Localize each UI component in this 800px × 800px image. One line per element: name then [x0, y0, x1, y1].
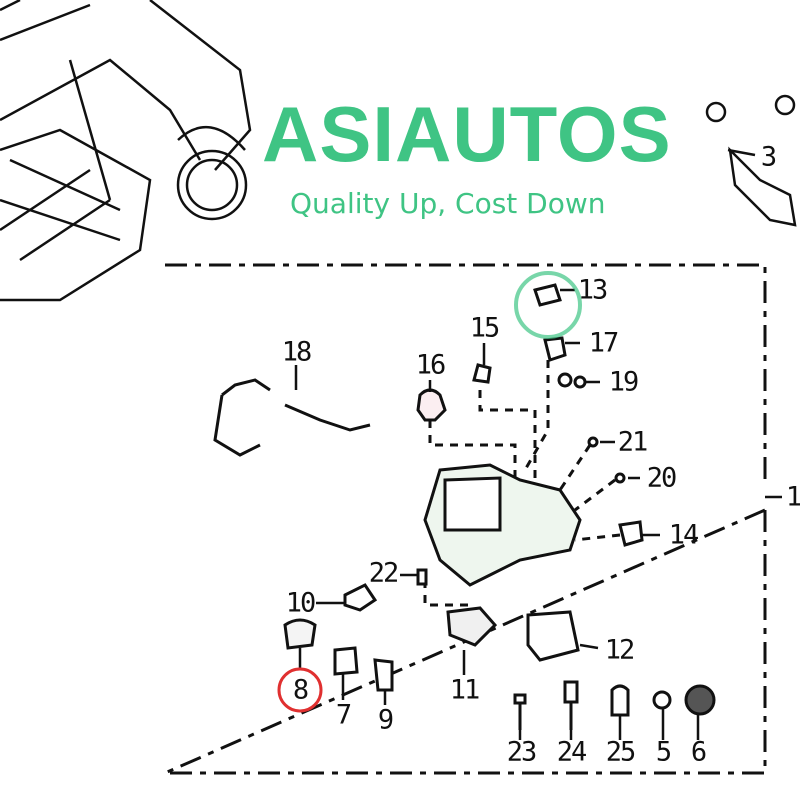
car-body-sketch	[0, 0, 252, 302]
callout-7[interactable]: 7	[335, 699, 352, 731]
callout-20[interactable]: 20	[646, 462, 677, 494]
callout-6[interactable]: 6	[690, 736, 707, 768]
callout-24[interactable]: 24	[556, 736, 587, 768]
callout-18[interactable]: 18	[281, 336, 312, 368]
callout-21[interactable]: 21	[617, 426, 648, 458]
callout-assembly[interactable]: 1	[785, 481, 800, 513]
callout-22[interactable]: 22	[368, 557, 399, 589]
callout-11[interactable]: 11	[449, 674, 480, 706]
leader-lines	[423, 360, 621, 607]
callout-23[interactable]: 23	[506, 736, 537, 768]
highlight-circle	[277, 667, 323, 713]
parts	[213, 283, 716, 730]
callout-5[interactable]: 5	[655, 736, 672, 768]
callout-13[interactable]: 13	[577, 274, 608, 306]
callout-3[interactable]: 3	[760, 141, 777, 173]
callout-14[interactable]: 14	[668, 519, 699, 551]
callout-leaders	[294, 288, 700, 740]
callout-16[interactable]: 16	[415, 349, 446, 381]
callout-12[interactable]: 12	[604, 634, 635, 666]
callout-10[interactable]: 10	[285, 587, 316, 619]
part-3-bracket	[705, 94, 797, 227]
callout-25[interactable]: 25	[605, 736, 636, 768]
callout-8-highlighted[interactable]: 8	[292, 674, 309, 706]
watermark-slogan: Quality Up, Cost Down	[290, 187, 606, 220]
callout-19[interactable]: 19	[608, 366, 639, 398]
watermark-wheel-icon	[514, 271, 582, 339]
callout-17[interactable]: 17	[588, 327, 619, 359]
callout-15[interactable]: 15	[469, 312, 500, 344]
callout-9[interactable]: 9	[377, 704, 394, 736]
watermark-brand: ASIAUTOS	[262, 90, 672, 178]
